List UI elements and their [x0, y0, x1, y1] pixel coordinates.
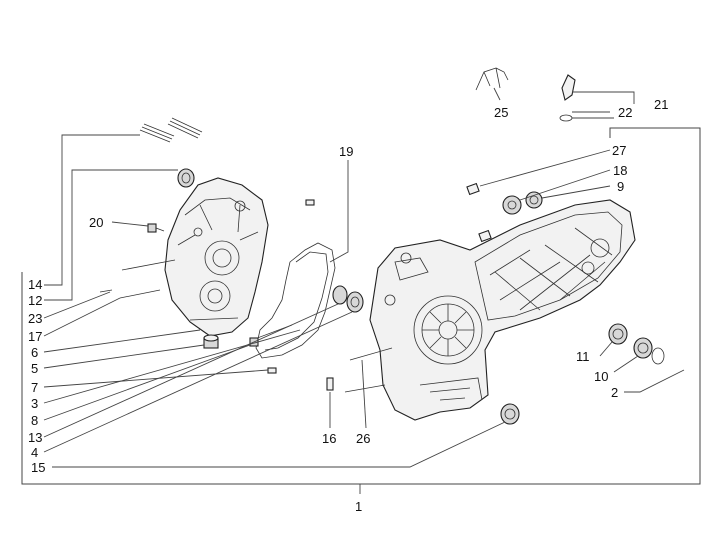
callout-20: 20: [89, 215, 103, 230]
left-crankcase-half: [164, 177, 269, 337]
bearing-18: [502, 195, 522, 215]
bolt-part: [147, 223, 165, 233]
seal-4: [346, 291, 364, 313]
callout-11: 11: [576, 349, 590, 364]
callout-3: 3: [31, 396, 38, 411]
callout-14: 14: [28, 277, 42, 292]
spring-parts: [139, 117, 203, 143]
bush-27: [466, 182, 480, 196]
callout-8: 8: [31, 413, 38, 428]
oil-seal-top: [177, 168, 195, 188]
callout-7: 7: [31, 380, 38, 395]
callout-23: 23: [28, 311, 42, 326]
callout-15: 15: [31, 460, 45, 475]
callout-labels: 1 2 3 4 5 6 7 8 9 10 11 12 13 14 15 16 1…: [28, 97, 668, 514]
long-studs-26: [344, 347, 393, 393]
callout-6: 6: [31, 345, 38, 360]
right-crankcase-half: [369, 199, 636, 421]
callout-13: 13: [28, 430, 42, 445]
bush-inner: [478, 229, 492, 243]
filler-plug-21: [559, 74, 576, 122]
stud-bolts: [99, 259, 176, 299]
callout-21: 21: [654, 97, 668, 112]
bearing-10: [633, 337, 653, 359]
seal-13: [332, 285, 348, 305]
dowel-pin-lower: [305, 199, 315, 206]
callout-1: 1: [355, 499, 362, 514]
callout-16: 16: [322, 431, 336, 446]
callout-18: 18: [613, 163, 627, 178]
bracket-25: [475, 67, 509, 91]
callout-2: 2: [611, 385, 618, 400]
callout-22: 22: [618, 105, 632, 120]
drain-plug: [203, 334, 219, 349]
leader-lines: [43, 87, 685, 468]
bearing-9: [525, 191, 543, 209]
callout-12: 12: [28, 293, 42, 308]
callout-10: 10: [594, 369, 608, 384]
dowel-pin-upper: [267, 367, 277, 374]
callout-19: 19: [339, 144, 353, 159]
callout-27: 27: [612, 143, 626, 158]
callout-25: 25: [494, 105, 508, 120]
pin-16: [326, 377, 334, 391]
assembly-frame: [21, 127, 701, 494]
callout-9: 9: [617, 179, 624, 194]
callout-5: 5: [31, 361, 38, 376]
seal-15: [500, 403, 520, 425]
circlip-2: [651, 347, 665, 365]
crankcase-gasket: [255, 242, 336, 359]
bearing-11: [608, 323, 628, 345]
callout-26: 26: [356, 431, 370, 446]
callout-4: 4: [31, 445, 38, 460]
callout-17: 17: [28, 329, 42, 344]
